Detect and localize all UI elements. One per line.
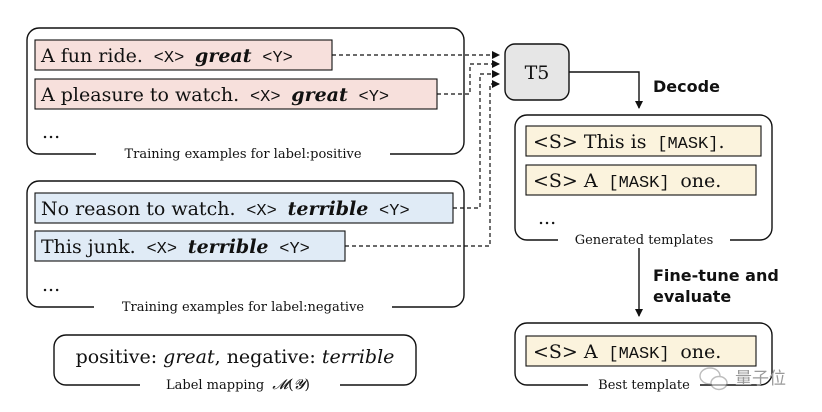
decode-step-label: Decode	[653, 77, 720, 96]
negative-group-caption: Training examples for label:negative	[122, 300, 365, 315]
generated-template-2-box	[525, 164, 757, 196]
positive-group-caption: Training examples for label:positive	[124, 147, 361, 162]
watermark-text: 量子位	[735, 369, 786, 389]
generated-templates-ellipsis: ...	[538, 207, 556, 229]
label-mapping-text: positive: great, negative: terrible	[76, 346, 395, 368]
negative-ellipsis: ...	[42, 274, 60, 296]
positive-example-1-box	[34, 39, 333, 71]
finetune-step-line2: evaluate	[653, 287, 731, 306]
generated-template-1-box	[525, 125, 762, 157]
arrow-negative-1	[453, 70, 500, 209]
arrow-negative-2	[345, 80, 500, 247]
best-template-box	[525, 335, 757, 367]
positive-examples-group: A fun ride. <X> great <Y> A pleasure to …	[26, 27, 465, 162]
decode-arrow	[569, 71, 643, 109]
generated-templates-caption: Generated templates	[575, 233, 714, 248]
generated-template-1: <S> This is [MASK].	[533, 131, 725, 154]
arrow-positive-2	[437, 60, 500, 95]
watermark: 量子位	[699, 367, 786, 391]
negative-examples-group: No reason to watch. <X> terrible <Y> Thi…	[26, 180, 465, 315]
label-mapping: positive: great, negative: terrible Labe…	[53, 334, 417, 393]
finetune-step-line1: Fine-tune and	[653, 266, 779, 285]
best-template-caption: Best template	[598, 378, 690, 393]
positive-ellipsis: ...	[42, 121, 60, 143]
positive-example-1: A fun ride. <X> great <Y>	[40, 45, 293, 68]
best-template-text: <S> A [MASK] one.	[533, 341, 721, 364]
negative-example-2-box	[34, 230, 346, 262]
input-arrows	[332, 51, 500, 247]
best-template-group: <S> A [MASK] one. Best template	[514, 322, 773, 393]
label-mapping-caption: Label mapping 𝓜(𝓨)	[166, 377, 310, 393]
negative-example-1-box	[34, 192, 454, 224]
generated-template-2: <S> A [MASK] one.	[533, 170, 721, 193]
negative-example-1: No reason to watch. <X> terrible <Y>	[41, 198, 410, 221]
t5-model: T5	[504, 43, 570, 101]
positive-example-2-box	[34, 78, 438, 110]
negative-example-2: This junk. <X> terrible <Y>	[41, 236, 310, 259]
t5-label: T5	[525, 62, 550, 84]
positive-example-2: A pleasure to watch. <X> great <Y>	[40, 84, 389, 107]
wechat-icon	[699, 367, 728, 391]
generated-templates-group: <S> This is [MASK]. <S> A [MASK] one. ..…	[514, 114, 773, 248]
